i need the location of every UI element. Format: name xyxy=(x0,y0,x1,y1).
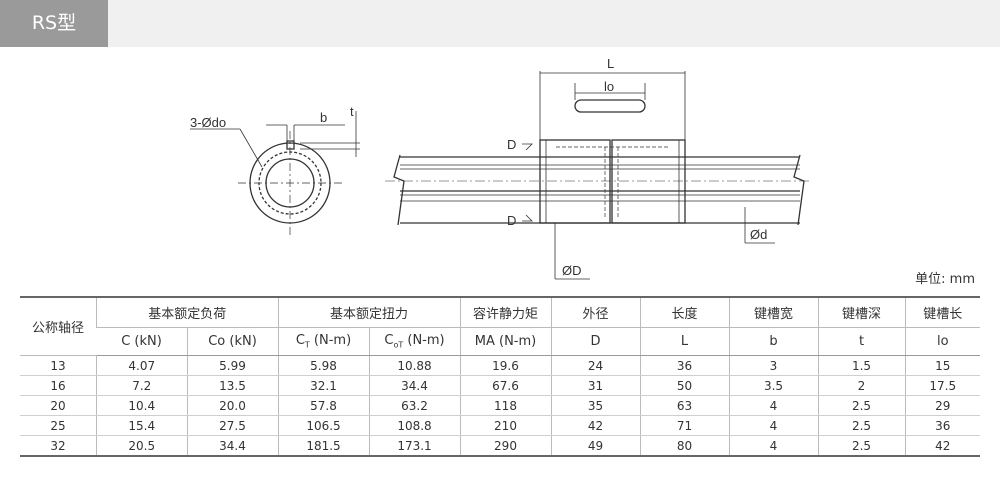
table-cell: 29 xyxy=(904,395,980,416)
table-cell: 3 xyxy=(728,355,818,376)
table-cell: 25 xyxy=(20,415,97,436)
bushing-left-section xyxy=(539,139,611,224)
table-cell: 13 xyxy=(20,355,97,376)
spec-table: 公称轴径 基本额定负荷 基本额定扭力 容许静力矩 外径 长度 键槽宽 键槽深 键… xyxy=(20,296,980,457)
table-cell: 50 xyxy=(639,375,729,396)
group-moment: 容许静力矩 xyxy=(459,296,551,328)
table-cell: 36 xyxy=(904,415,980,436)
group-key-length: 键槽长 xyxy=(904,296,980,328)
table-cell: 63 xyxy=(639,395,729,416)
table-cell: 31 xyxy=(550,375,640,396)
col-l: L xyxy=(639,327,729,356)
table-cell: 36 xyxy=(639,355,729,376)
table-cell: 42 xyxy=(550,415,640,436)
group-torque: 基本额定扭力 xyxy=(277,296,460,328)
table-cell: 4.07 xyxy=(96,355,187,376)
end-view-key-slot xyxy=(286,140,295,150)
bushing-right-section xyxy=(611,139,686,224)
table-cell: 19.6 xyxy=(459,355,551,376)
label-lo: lo xyxy=(604,79,614,94)
table-cell: 2.5 xyxy=(817,415,905,436)
table-cell: 5.98 xyxy=(277,355,369,376)
col-lo: lo xyxy=(904,327,980,356)
section-title-tab: RS型 xyxy=(0,0,108,47)
col-ct: CT (N-m) xyxy=(277,327,369,356)
table-cell: 4 xyxy=(728,435,818,457)
unit-note: 单位: mm xyxy=(915,272,975,287)
label-D-bottom: D xyxy=(507,213,516,228)
group-length: 长度 xyxy=(639,296,729,328)
table-cell: 2.5 xyxy=(817,435,905,457)
table-cell: 290 xyxy=(459,435,551,457)
col-t: t xyxy=(817,327,905,356)
table-cell: 57.8 xyxy=(277,395,369,416)
col-d: D xyxy=(550,327,640,356)
group-load: 基本额定负荷 xyxy=(96,296,278,328)
col-shaft-size: 公称轴径 xyxy=(20,296,97,356)
table-cell: 5.99 xyxy=(186,355,278,376)
table-cell: 108.8 xyxy=(368,415,460,436)
table-cell: 20 xyxy=(20,395,97,416)
table-cell: 1.5 xyxy=(817,355,905,376)
table-cell: 80 xyxy=(639,435,729,457)
group-key-depth: 键槽深 xyxy=(817,296,905,328)
key-slot-top xyxy=(574,99,646,113)
table-cell: 15 xyxy=(904,355,980,376)
table-cell: 10.4 xyxy=(96,395,187,416)
header-bar xyxy=(0,0,1000,47)
label-b: b xyxy=(320,110,327,125)
group-od: 外径 xyxy=(550,296,640,328)
table-cell: 20.5 xyxy=(96,435,187,457)
table-cell: 16 xyxy=(20,375,97,396)
label-phi-d: Ød xyxy=(750,227,767,242)
table-cell: 42 xyxy=(904,435,980,457)
col-b: b xyxy=(728,327,818,356)
table-cell: 49 xyxy=(550,435,640,457)
table-cell: 118 xyxy=(459,395,551,416)
table-cell: 32.1 xyxy=(277,375,369,396)
table-cell: 20.0 xyxy=(186,395,278,416)
table-cell: 210 xyxy=(459,415,551,436)
table-cell: 67.6 xyxy=(459,375,551,396)
table-cell: 27.5 xyxy=(186,415,278,436)
table-cell: 34.4 xyxy=(368,375,460,396)
col-ma: MA (N-m) xyxy=(459,327,551,356)
table-cell: 63.2 xyxy=(368,395,460,416)
table-cell: 7.2 xyxy=(96,375,187,396)
table-cell: 17.5 xyxy=(904,375,980,396)
col-c: C (kN) xyxy=(96,327,187,356)
label-t: t xyxy=(350,104,354,119)
table-cell: 106.5 xyxy=(277,415,369,436)
label-L: L xyxy=(607,56,614,71)
label-phi-D: ØD xyxy=(562,263,582,278)
table-cell: 34.4 xyxy=(186,435,278,457)
table-cell: 24 xyxy=(550,355,640,376)
table-cell: 15.4 xyxy=(96,415,187,436)
table-cell: 2 xyxy=(817,375,905,396)
table-cell: 3.5 xyxy=(728,375,818,396)
group-key-width: 键槽宽 xyxy=(728,296,818,328)
label-holes: 3-Ødo xyxy=(190,115,226,130)
col-co: Co (kN) xyxy=(186,327,278,356)
table-cell: 4 xyxy=(728,415,818,436)
table-cell: 181.5 xyxy=(277,435,369,457)
table-cell: 2.5 xyxy=(817,395,905,416)
table-cell: 13.5 xyxy=(186,375,278,396)
table-cell: 173.1 xyxy=(368,435,460,457)
label-D-top: D xyxy=(507,137,516,152)
table-cell: 4 xyxy=(728,395,818,416)
table-cell: 71 xyxy=(639,415,729,436)
table-cell: 32 xyxy=(20,435,97,457)
col-cot: CoT (N-m) xyxy=(368,327,460,356)
table-cell: 35 xyxy=(550,395,640,416)
table-cell: 10.88 xyxy=(368,355,460,376)
technical-drawing: 3-Ødo b t L lo D D ØD Ød xyxy=(190,56,810,280)
